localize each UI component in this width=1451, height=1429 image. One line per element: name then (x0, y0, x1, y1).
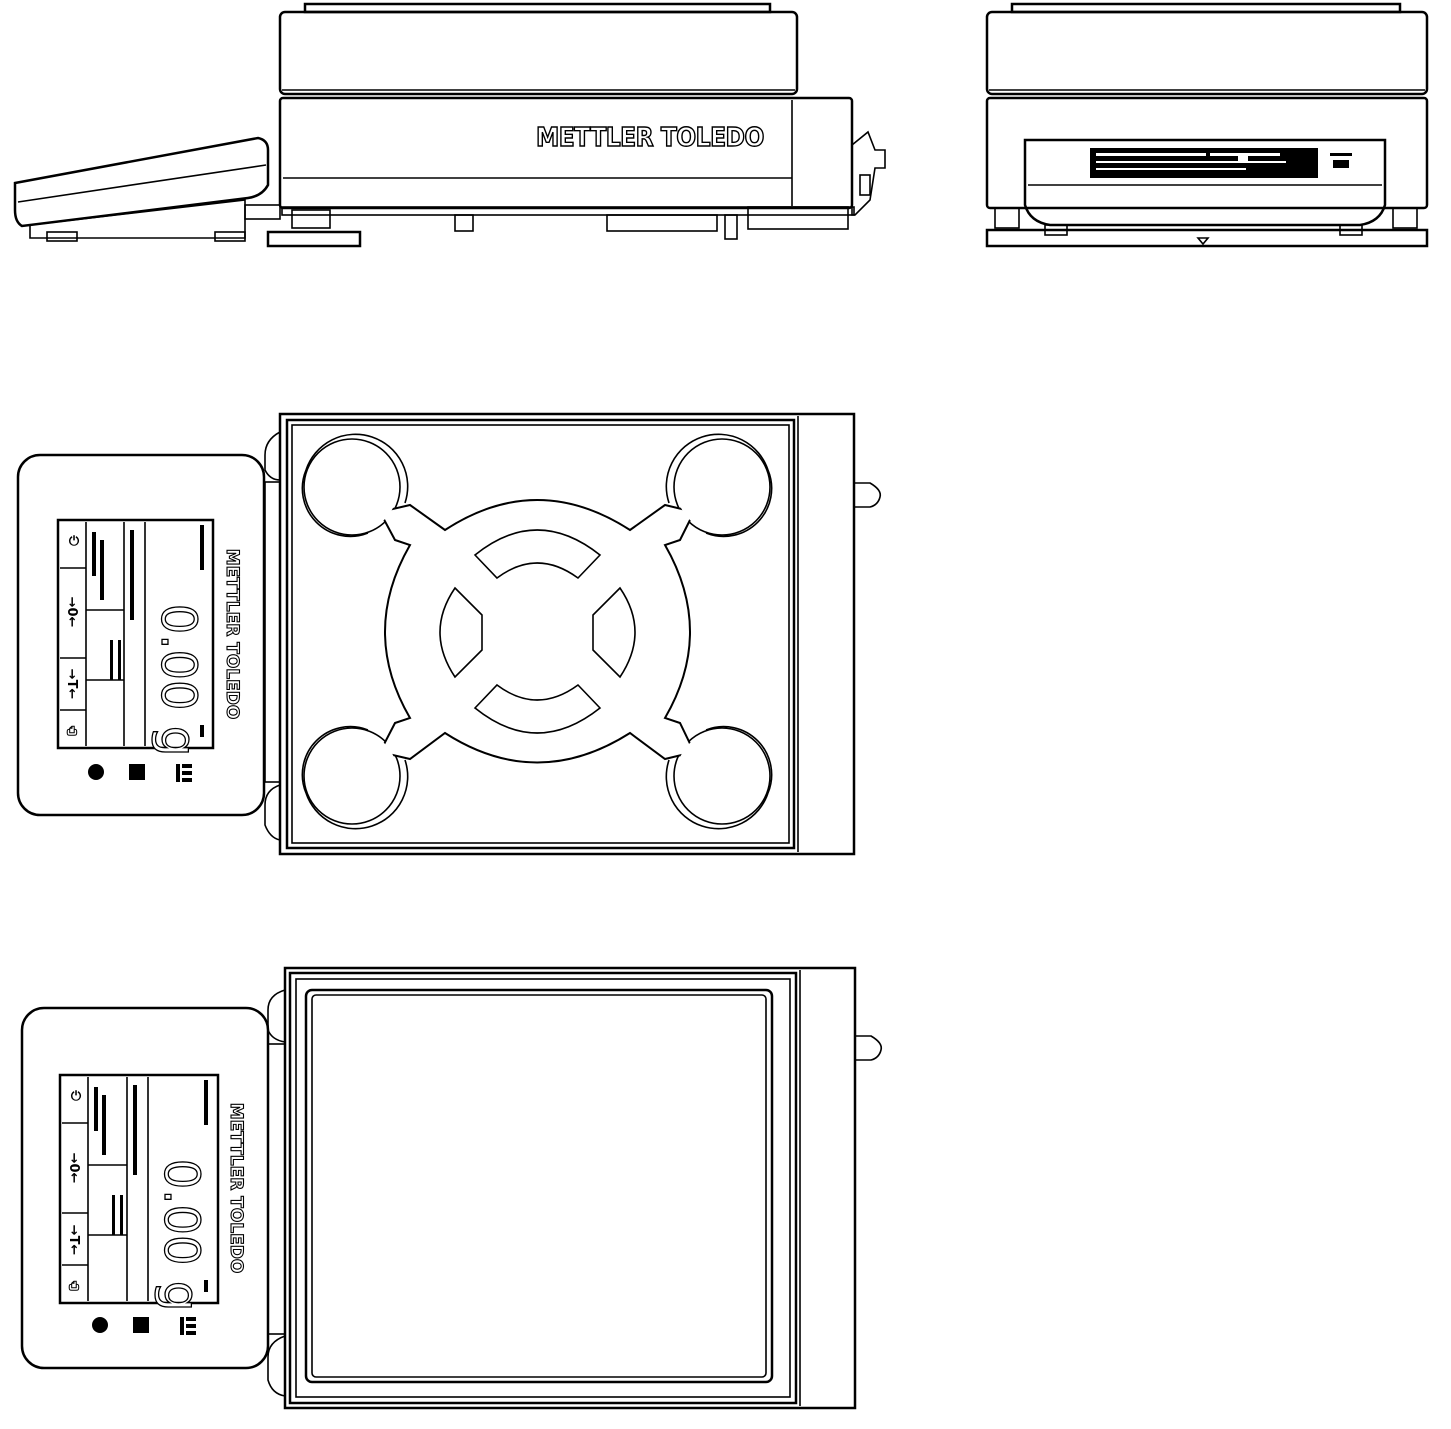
top-view-flat-pan: ⏻ →0← →T← ⎙ 0.00 g METTLER TOLEDO (20, 966, 883, 1410)
terminal-brand-label: METTLER TOLEDO (226, 1103, 246, 1274)
side-view-housing: METTLER TOLEDO (278, 2, 854, 210)
power-icon[interactable]: ⏻ (71, 1089, 82, 1104)
side-view: METTLER TOLEDO (13, 2, 886, 248)
info-button[interactable] (88, 764, 104, 780)
stop-button[interactable] (129, 764, 145, 780)
print-icon[interactable]: ⎙ (68, 1279, 80, 1294)
front-view (985, 2, 1429, 248)
tare-key[interactable]: →T← (66, 1225, 81, 1256)
menu-button[interactable] (176, 764, 192, 782)
print-icon[interactable]: ⎙ (66, 724, 78, 739)
top-view-grid-pan: ⏻ →0← →T← ⎙ 0.00 g METTLER TOLEDO (16, 412, 882, 856)
zero-key[interactable]: →0← (64, 597, 79, 628)
grid-weighing-pan (301, 433, 773, 830)
zero-key[interactable]: →0← (66, 1153, 81, 1184)
weight-readout: 0.00 g (153, 1159, 209, 1312)
info-button[interactable] (92, 1317, 108, 1333)
weight-readout: 0.00 g (150, 604, 206, 757)
terminal-top: ⏻ →0← →T← ⎙ 0.00 g METTLER TOLEDO (16, 453, 266, 817)
flat-weighing-pan (304, 988, 774, 1384)
power-icon[interactable]: ⏻ (69, 534, 80, 549)
terminal-bottom: ⏻ →0← →T← ⎙ 0.00 g METTLER TOLEDO (20, 1006, 270, 1370)
menu-button[interactable] (180, 1317, 196, 1335)
side-view-brand-label: METTLER TOLEDO (536, 123, 764, 153)
stop-button[interactable] (133, 1317, 149, 1333)
terminal-brand-label: METTLER TOLEDO (222, 549, 242, 720)
side-view-terminal (13, 136, 281, 242)
side-view-base (266, 130, 886, 248)
tare-key[interactable]: →T← (64, 669, 79, 700)
